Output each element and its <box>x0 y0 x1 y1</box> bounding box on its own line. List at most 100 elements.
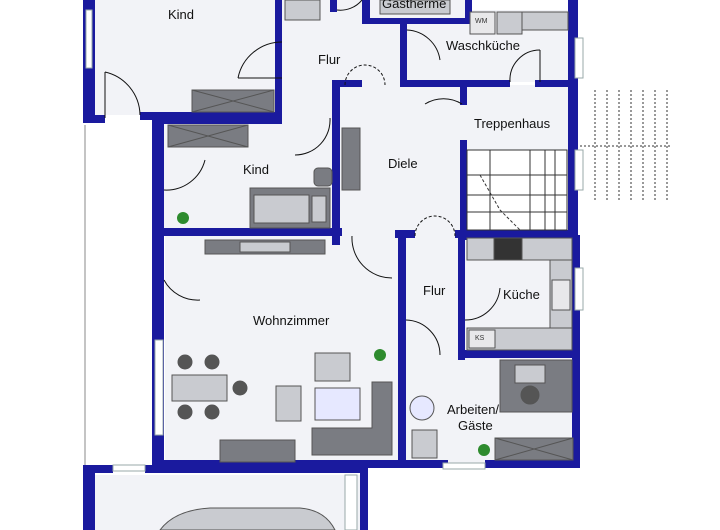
window <box>574 267 584 311</box>
room-label-waschkueche: Waschküche <box>446 38 520 53</box>
floor-flur-lower <box>405 235 463 360</box>
desk <box>499 359 573 413</box>
office-chair <box>520 385 540 405</box>
window <box>574 37 584 79</box>
plants <box>177 212 490 456</box>
wall <box>362 18 472 24</box>
armchair <box>314 352 351 382</box>
room-label-kind-top: Kind <box>168 7 195 22</box>
wall <box>332 85 340 245</box>
wall <box>400 80 510 87</box>
tv <box>239 241 291 253</box>
window <box>574 149 584 191</box>
wall <box>398 230 406 465</box>
desk <box>284 0 321 21</box>
window <box>442 462 486 470</box>
wall <box>568 0 578 240</box>
sofa <box>311 381 393 456</box>
chair <box>313 167 333 187</box>
dining-chair <box>177 404 193 420</box>
wall <box>568 0 578 12</box>
wall <box>460 85 467 105</box>
stove <box>493 237 523 261</box>
floor-diele <box>340 85 465 235</box>
room-label-wohnzimmer: Wohnzimmer <box>253 313 330 328</box>
room-label-arbeiten-1: Arbeiten/ <box>447 402 500 417</box>
wall <box>152 228 342 236</box>
door-arc <box>163 279 201 301</box>
door-arc <box>464 287 501 321</box>
wall <box>458 235 465 360</box>
boiler <box>379 0 451 15</box>
fridge-box <box>468 329 496 349</box>
door-arc <box>405 319 441 356</box>
dining-chair <box>204 404 220 420</box>
floor-wohnzimmer <box>165 235 400 465</box>
round-table <box>409 395 435 421</box>
door-arc <box>351 235 393 279</box>
coffee-table <box>314 387 361 421</box>
door-arc <box>104 71 141 116</box>
wall <box>275 0 282 120</box>
dining-table <box>171 374 228 402</box>
dining-chair <box>232 380 248 396</box>
wall <box>360 465 368 530</box>
wall <box>572 235 580 465</box>
appliance-label-wm: WM <box>475 18 488 25</box>
plant-icon <box>177 212 189 224</box>
dining-chair <box>204 354 220 370</box>
car <box>159 507 336 530</box>
wall <box>362 0 370 22</box>
armchair <box>411 429 438 459</box>
room-label-flur-top: Flur <box>318 52 341 67</box>
exterior-stairs <box>580 90 670 200</box>
dining-chair <box>177 354 193 370</box>
wall <box>400 18 407 86</box>
room-label-diele: Diele <box>388 156 418 171</box>
room-label-gastherme: Gastherme <box>382 0 447 11</box>
doors <box>104 0 541 356</box>
wall <box>83 115 105 123</box>
sink <box>496 11 523 35</box>
window <box>85 9 93 69</box>
wall <box>83 465 113 473</box>
windows <box>85 9 584 530</box>
wall <box>145 465 365 473</box>
washing-machine <box>469 11 496 35</box>
door-arc <box>509 49 541 83</box>
wall <box>155 460 405 468</box>
door-arc <box>344 64 386 86</box>
wall <box>332 80 362 87</box>
wall <box>83 465 95 530</box>
plant-icon <box>374 349 386 361</box>
wall <box>535 80 575 87</box>
walls <box>83 0 580 530</box>
wall <box>152 118 282 124</box>
wall <box>465 0 472 24</box>
counter <box>521 11 569 31</box>
furniture <box>159 0 574 530</box>
door-arc <box>237 41 283 79</box>
staircase <box>466 149 568 231</box>
sideboard-lower <box>219 439 296 463</box>
door-arc <box>424 98 463 105</box>
wall <box>140 112 280 120</box>
window <box>154 339 164 436</box>
window <box>344 474 358 530</box>
plant-icon <box>478 444 490 456</box>
room-label-treppenhaus: Treppenhaus <box>474 116 551 131</box>
armchair <box>275 385 302 422</box>
wall <box>460 140 467 240</box>
bed-pillow <box>311 195 327 223</box>
door-arc <box>406 29 441 61</box>
appliance-label-ks: KS <box>475 335 485 342</box>
wall <box>485 460 580 468</box>
door-arc <box>294 117 331 156</box>
terrace-outline <box>84 125 155 471</box>
room-label-kueche: Küche <box>503 287 540 302</box>
desk-top <box>514 364 546 384</box>
kitchen-sink <box>551 279 571 311</box>
wall <box>458 350 578 358</box>
bed-mattress <box>253 194 310 224</box>
